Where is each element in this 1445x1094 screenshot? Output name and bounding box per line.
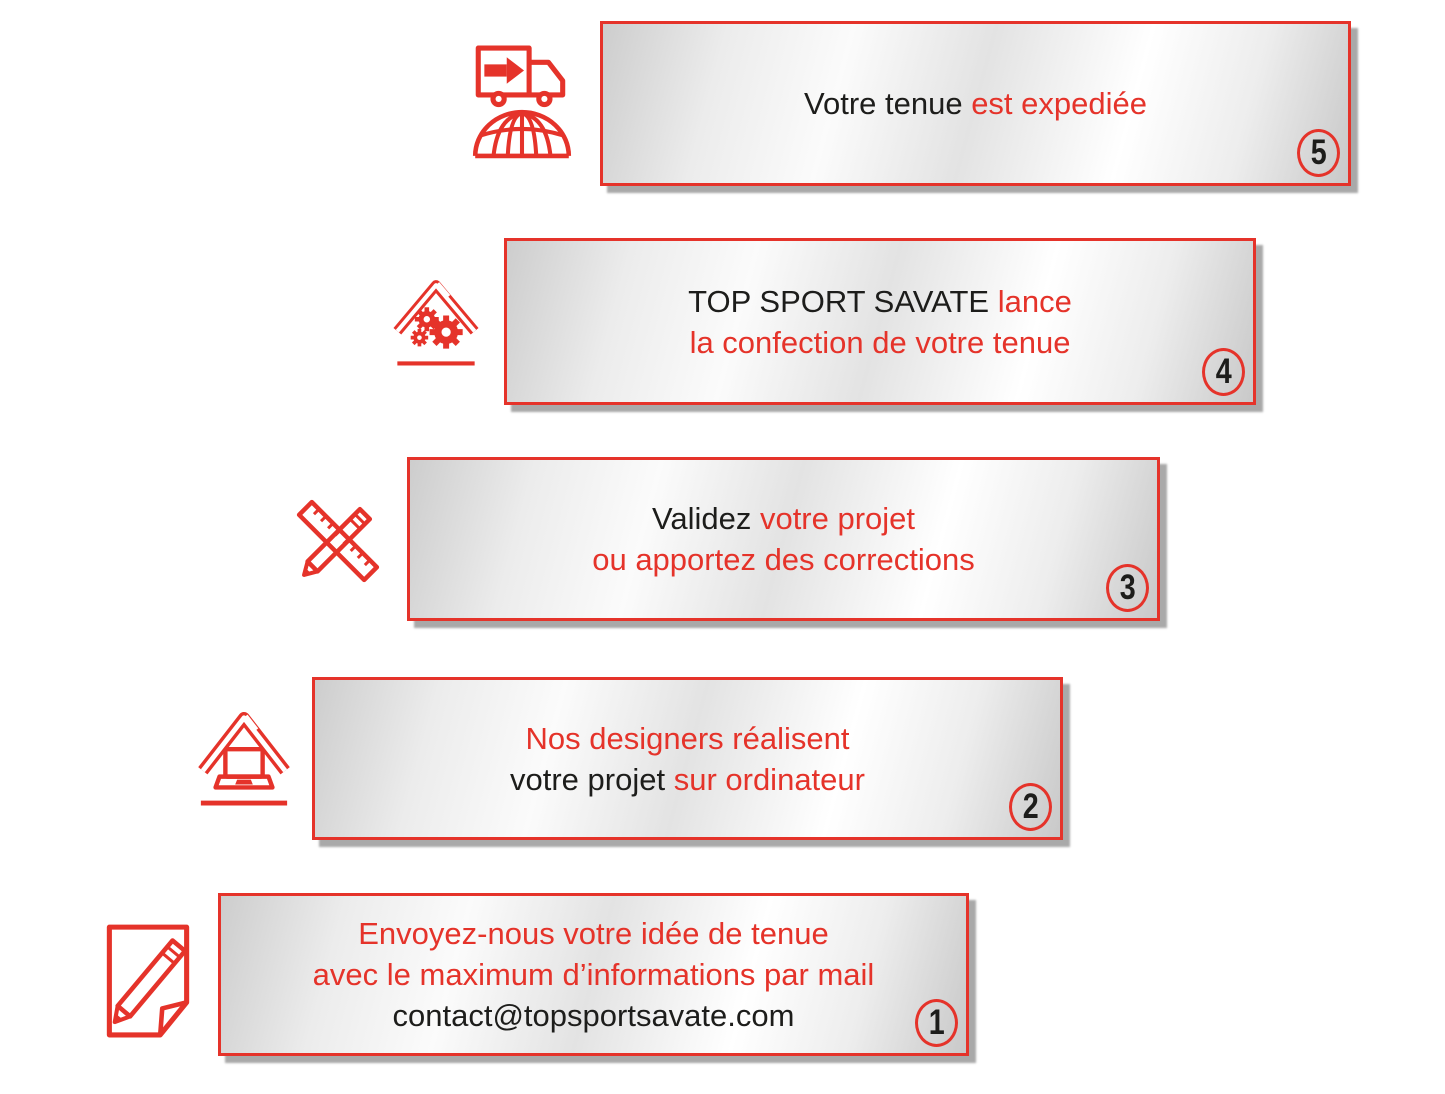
text-segment: TOP SPORT SAVATE	[688, 283, 998, 319]
step-5-plate: Votre tenue est expediée 5	[600, 21, 1351, 186]
step-4-number-badge: 4	[1202, 348, 1245, 396]
step-1-text-line-2: avec le maximum d’informations par mail	[313, 954, 875, 995]
text-segment: lance	[997, 283, 1072, 319]
step-3-text-line-2: ou apportez des corrections	[592, 539, 975, 580]
text-segment: votre projet	[510, 761, 674, 797]
roof-gears-icon	[390, 272, 482, 372]
step-1-number-badge: 1	[915, 999, 958, 1047]
step-5-text-line-1: Votre tenue est expediée	[804, 83, 1147, 124]
text-segment: la confection de votre tenue	[689, 324, 1071, 360]
step-2-text-line-2: votre projet sur ordinateur	[510, 759, 865, 800]
text-segment: avec le maximum d’informations par mail	[312, 957, 875, 992]
step-4-text-line-2: la confection de votre tenue	[690, 322, 1071, 363]
text-segment: Votre tenue	[804, 86, 972, 121]
step-4-text-line-1: TOP SPORT SAVATE lance	[688, 281, 1072, 322]
text-segment: sur ordinateur	[673, 761, 865, 797]
step-3-plate: Validez votre projet ou apportez des cor…	[407, 457, 1160, 621]
text-segment: ou apportez des corrections	[592, 542, 975, 577]
step-1-text-line-1: Envoyez-nous votre idée de tenue	[358, 913, 828, 954]
text-segment: Nos designers réalisent	[525, 720, 850, 756]
roof-laptop-icon	[195, 704, 293, 814]
step-1-plate: Envoyez-nous votre idée de tenue avec le…	[218, 893, 969, 1056]
step-2-plate: Nos designers réalisent votre projet sur…	[312, 677, 1063, 840]
step-number: 4	[1215, 352, 1232, 391]
text-segment: votre projet	[759, 501, 916, 536]
step-3-number-badge: 3	[1106, 564, 1149, 612]
step-2-text-line-1: Nos designers réalisent	[526, 718, 850, 759]
step-2-number-badge: 2	[1009, 783, 1052, 831]
step-number: 2	[1022, 787, 1039, 826]
step-number: 5	[1310, 133, 1327, 172]
email-text: contact@topsportsavate.com	[392, 998, 795, 1033]
delivery-truck-globe-icon	[464, 42, 580, 160]
step-number: 3	[1119, 568, 1136, 607]
step-5-number-badge: 5	[1297, 129, 1340, 177]
step-number: 1	[928, 1003, 945, 1042]
step-4-plate: TOP SPORT SAVATE lance la confection de …	[504, 238, 1256, 405]
step-3-text-line-1: Validez votre projet	[652, 498, 915, 539]
text-segment: Envoyez-nous votre idée de tenue	[358, 916, 829, 951]
note-pencil-icon	[97, 919, 199, 1041]
step-1-text-line-3: contact@topsportsavate.com	[393, 995, 795, 1036]
text-segment: est expediée	[971, 86, 1147, 121]
ruler-pencil-icon	[288, 488, 388, 594]
text-segment: Validez	[651, 501, 760, 536]
